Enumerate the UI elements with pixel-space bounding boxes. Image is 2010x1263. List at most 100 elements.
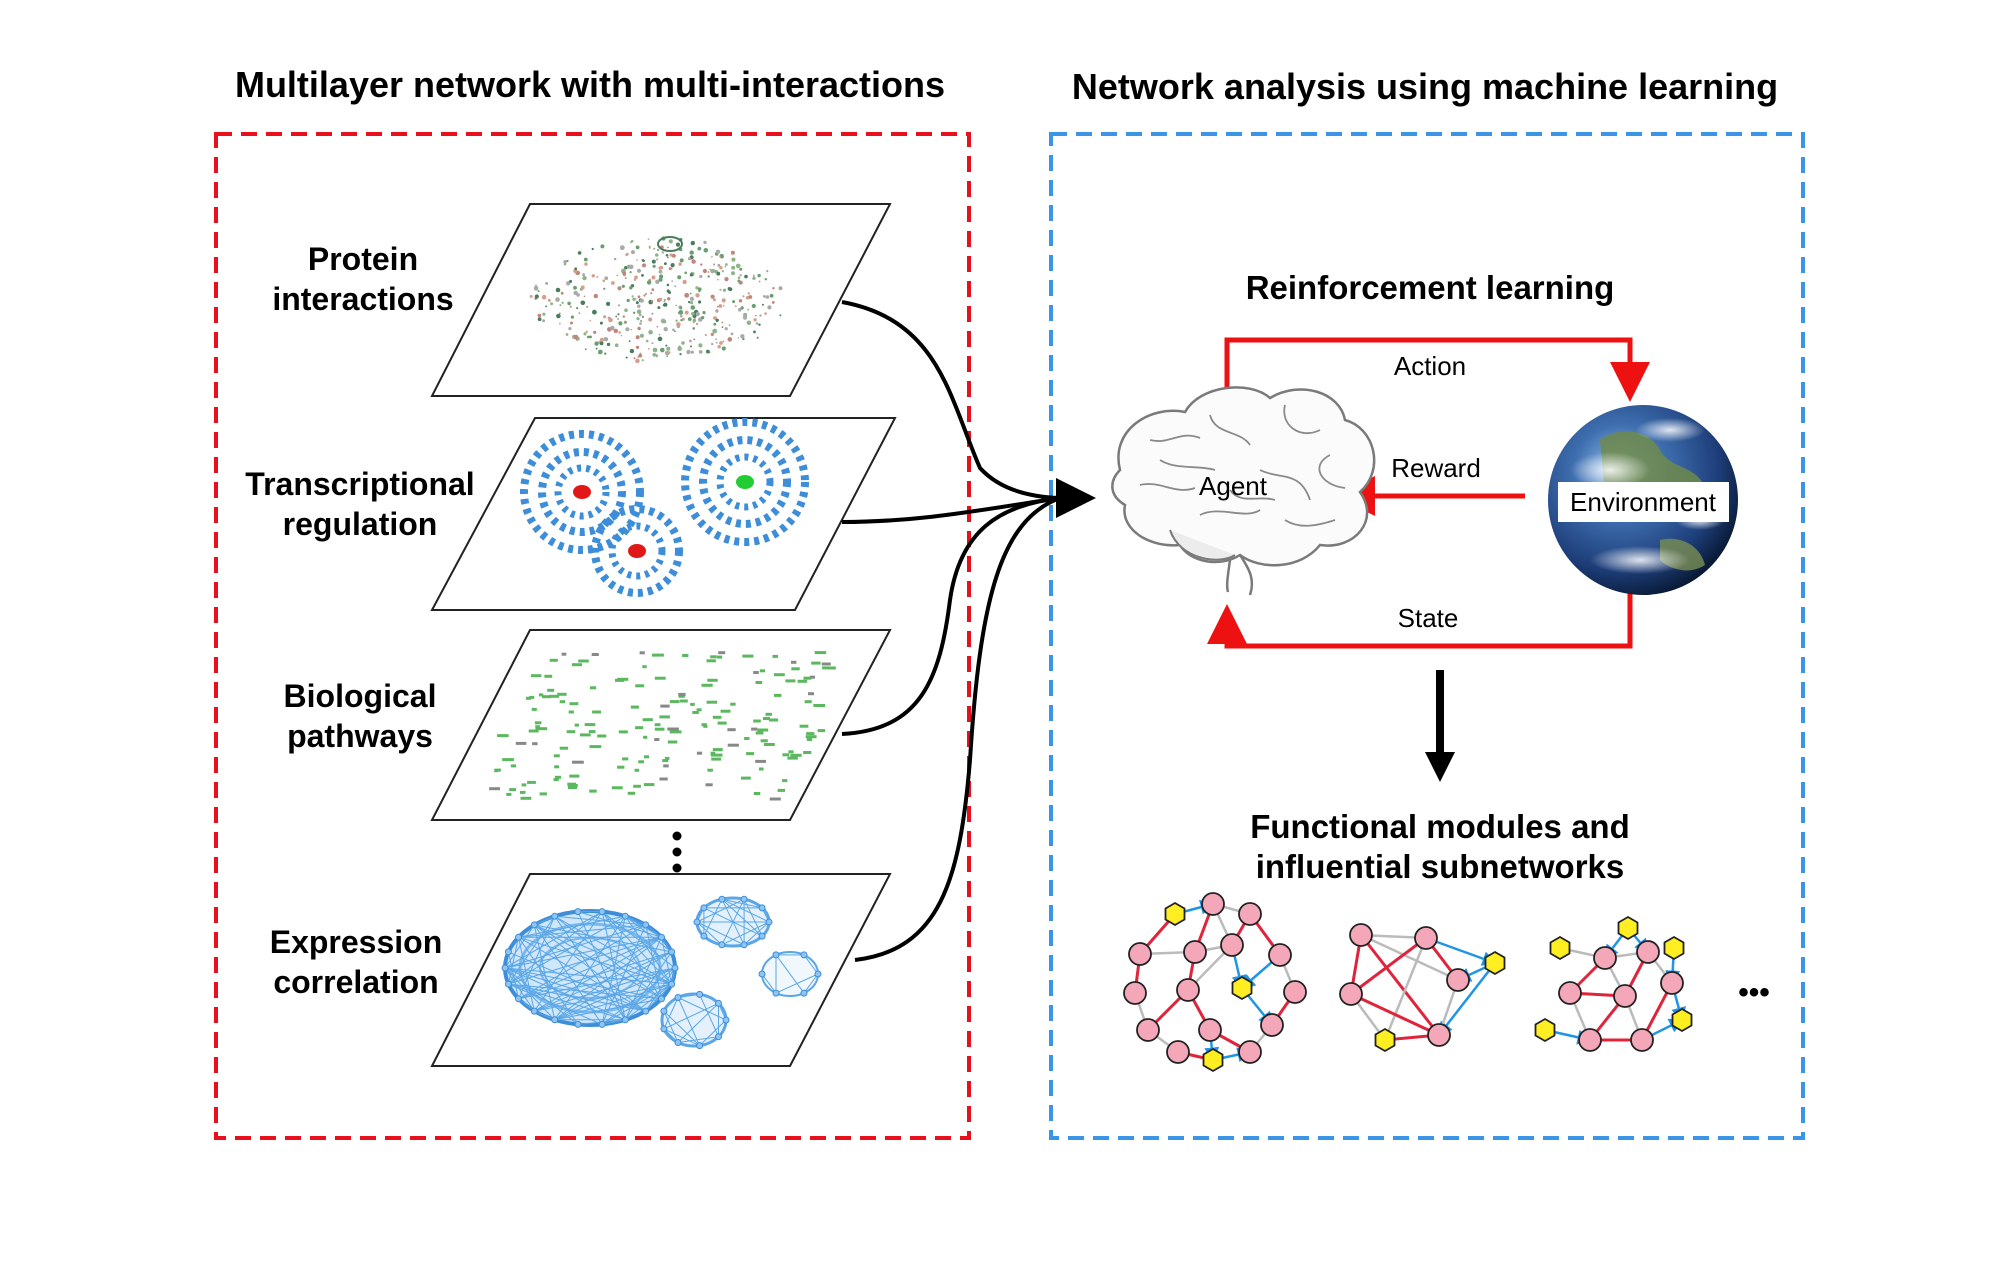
protein-node bbox=[617, 313, 620, 316]
protein-node bbox=[688, 300, 691, 304]
pathway-node bbox=[711, 757, 722, 761]
protein-node bbox=[690, 240, 695, 246]
tf-cluster-3 bbox=[591, 505, 683, 597]
protein-node bbox=[675, 304, 678, 307]
protein-node bbox=[703, 240, 707, 245]
protein-node bbox=[718, 304, 723, 308]
pathway-node bbox=[531, 707, 537, 711]
hub-node bbox=[1202, 1047, 1224, 1073]
protein-node bbox=[563, 262, 567, 266]
protein-node bbox=[755, 322, 759, 325]
protein-node bbox=[742, 337, 745, 341]
pathway-node bbox=[643, 735, 648, 739]
protein-node bbox=[648, 348, 650, 350]
protein-node bbox=[778, 286, 783, 291]
protein-node bbox=[679, 306, 683, 310]
protein-node bbox=[600, 244, 605, 249]
protein-node bbox=[724, 265, 726, 268]
pathway-node bbox=[654, 723, 661, 727]
protein-node bbox=[574, 267, 578, 271]
correlation-node bbox=[800, 989, 808, 997]
protein-node bbox=[676, 324, 681, 329]
protein-node bbox=[645, 292, 647, 295]
subnetwork-edge bbox=[1437, 962, 1496, 1037]
protein-node bbox=[752, 274, 755, 277]
protein-node bbox=[742, 295, 745, 298]
pathway-node bbox=[571, 663, 582, 667]
protein-node bbox=[689, 292, 692, 295]
pathway-node bbox=[703, 724, 708, 728]
protein-node bbox=[693, 338, 695, 341]
protein-node bbox=[569, 305, 572, 308]
pathway-node bbox=[568, 786, 577, 789]
gene-node bbox=[1238, 1040, 1262, 1064]
protein-node bbox=[624, 321, 627, 324]
protein-node bbox=[670, 263, 675, 268]
correlation-node bbox=[814, 970, 822, 978]
pathway-node bbox=[785, 679, 796, 683]
pathway-node bbox=[589, 745, 602, 749]
pathway-node bbox=[654, 676, 666, 680]
protein-node bbox=[576, 307, 579, 310]
protein-node bbox=[732, 300, 736, 304]
correlation-edge bbox=[504, 967, 662, 1000]
protein-node bbox=[715, 309, 719, 313]
correlation-edge bbox=[696, 921, 745, 946]
protein-node bbox=[764, 312, 767, 315]
protein-node bbox=[583, 295, 586, 298]
down-arrow bbox=[1425, 670, 1455, 782]
protein-node bbox=[725, 263, 728, 266]
correlation-node bbox=[800, 951, 808, 959]
correlation-node bbox=[530, 921, 538, 929]
protein-node bbox=[665, 344, 668, 347]
protein-node bbox=[717, 345, 721, 349]
protein-node bbox=[547, 298, 551, 302]
layer-label-pathways-1: Biological bbox=[284, 678, 437, 714]
pathway-node bbox=[755, 759, 766, 763]
protein-node bbox=[585, 348, 587, 351]
protein-node bbox=[719, 341, 723, 345]
pathway-node bbox=[534, 721, 542, 725]
pathway-node bbox=[701, 683, 713, 687]
pathway-node bbox=[822, 666, 830, 670]
protein-node bbox=[641, 274, 644, 277]
pathway-node bbox=[662, 759, 669, 763]
protein-node bbox=[724, 327, 728, 331]
correlation-edge bbox=[624, 951, 673, 1021]
pathway-node bbox=[755, 731, 764, 735]
pathway-node bbox=[654, 727, 665, 731]
pathway-node bbox=[804, 700, 812, 704]
action-arrow bbox=[1224, 337, 1650, 402]
hub-node bbox=[1164, 901, 1186, 927]
pathway-node bbox=[757, 728, 769, 732]
protein-node bbox=[695, 293, 700, 298]
protein-node bbox=[580, 300, 586, 306]
protein-node bbox=[695, 322, 699, 326]
protein-node bbox=[661, 251, 664, 254]
gene-node bbox=[1283, 980, 1307, 1004]
gene-node bbox=[1268, 943, 1292, 967]
protein-node bbox=[667, 246, 669, 249]
correlation-node bbox=[501, 964, 509, 972]
pathway-node bbox=[554, 765, 560, 769]
subnetwork-edge bbox=[1350, 936, 1427, 996]
protein-node bbox=[639, 333, 644, 338]
correlation-edge bbox=[534, 924, 672, 953]
pathway-node bbox=[718, 651, 726, 655]
correlation-network-image bbox=[501, 895, 822, 1050]
correlation-node bbox=[504, 948, 512, 956]
pathway-node bbox=[519, 790, 526, 794]
pathway-node bbox=[549, 658, 558, 662]
protein-node bbox=[745, 296, 750, 300]
protein-node bbox=[636, 259, 638, 261]
protein-node bbox=[545, 281, 549, 285]
protein-node bbox=[617, 304, 621, 307]
protein-node bbox=[752, 276, 756, 280]
pathway-node bbox=[622, 757, 629, 761]
pathway-node bbox=[559, 700, 566, 704]
pathway-node bbox=[707, 768, 713, 772]
protein-node bbox=[753, 330, 756, 334]
protein-node bbox=[653, 247, 656, 250]
protein-node bbox=[713, 316, 717, 320]
protein-node bbox=[570, 315, 575, 319]
